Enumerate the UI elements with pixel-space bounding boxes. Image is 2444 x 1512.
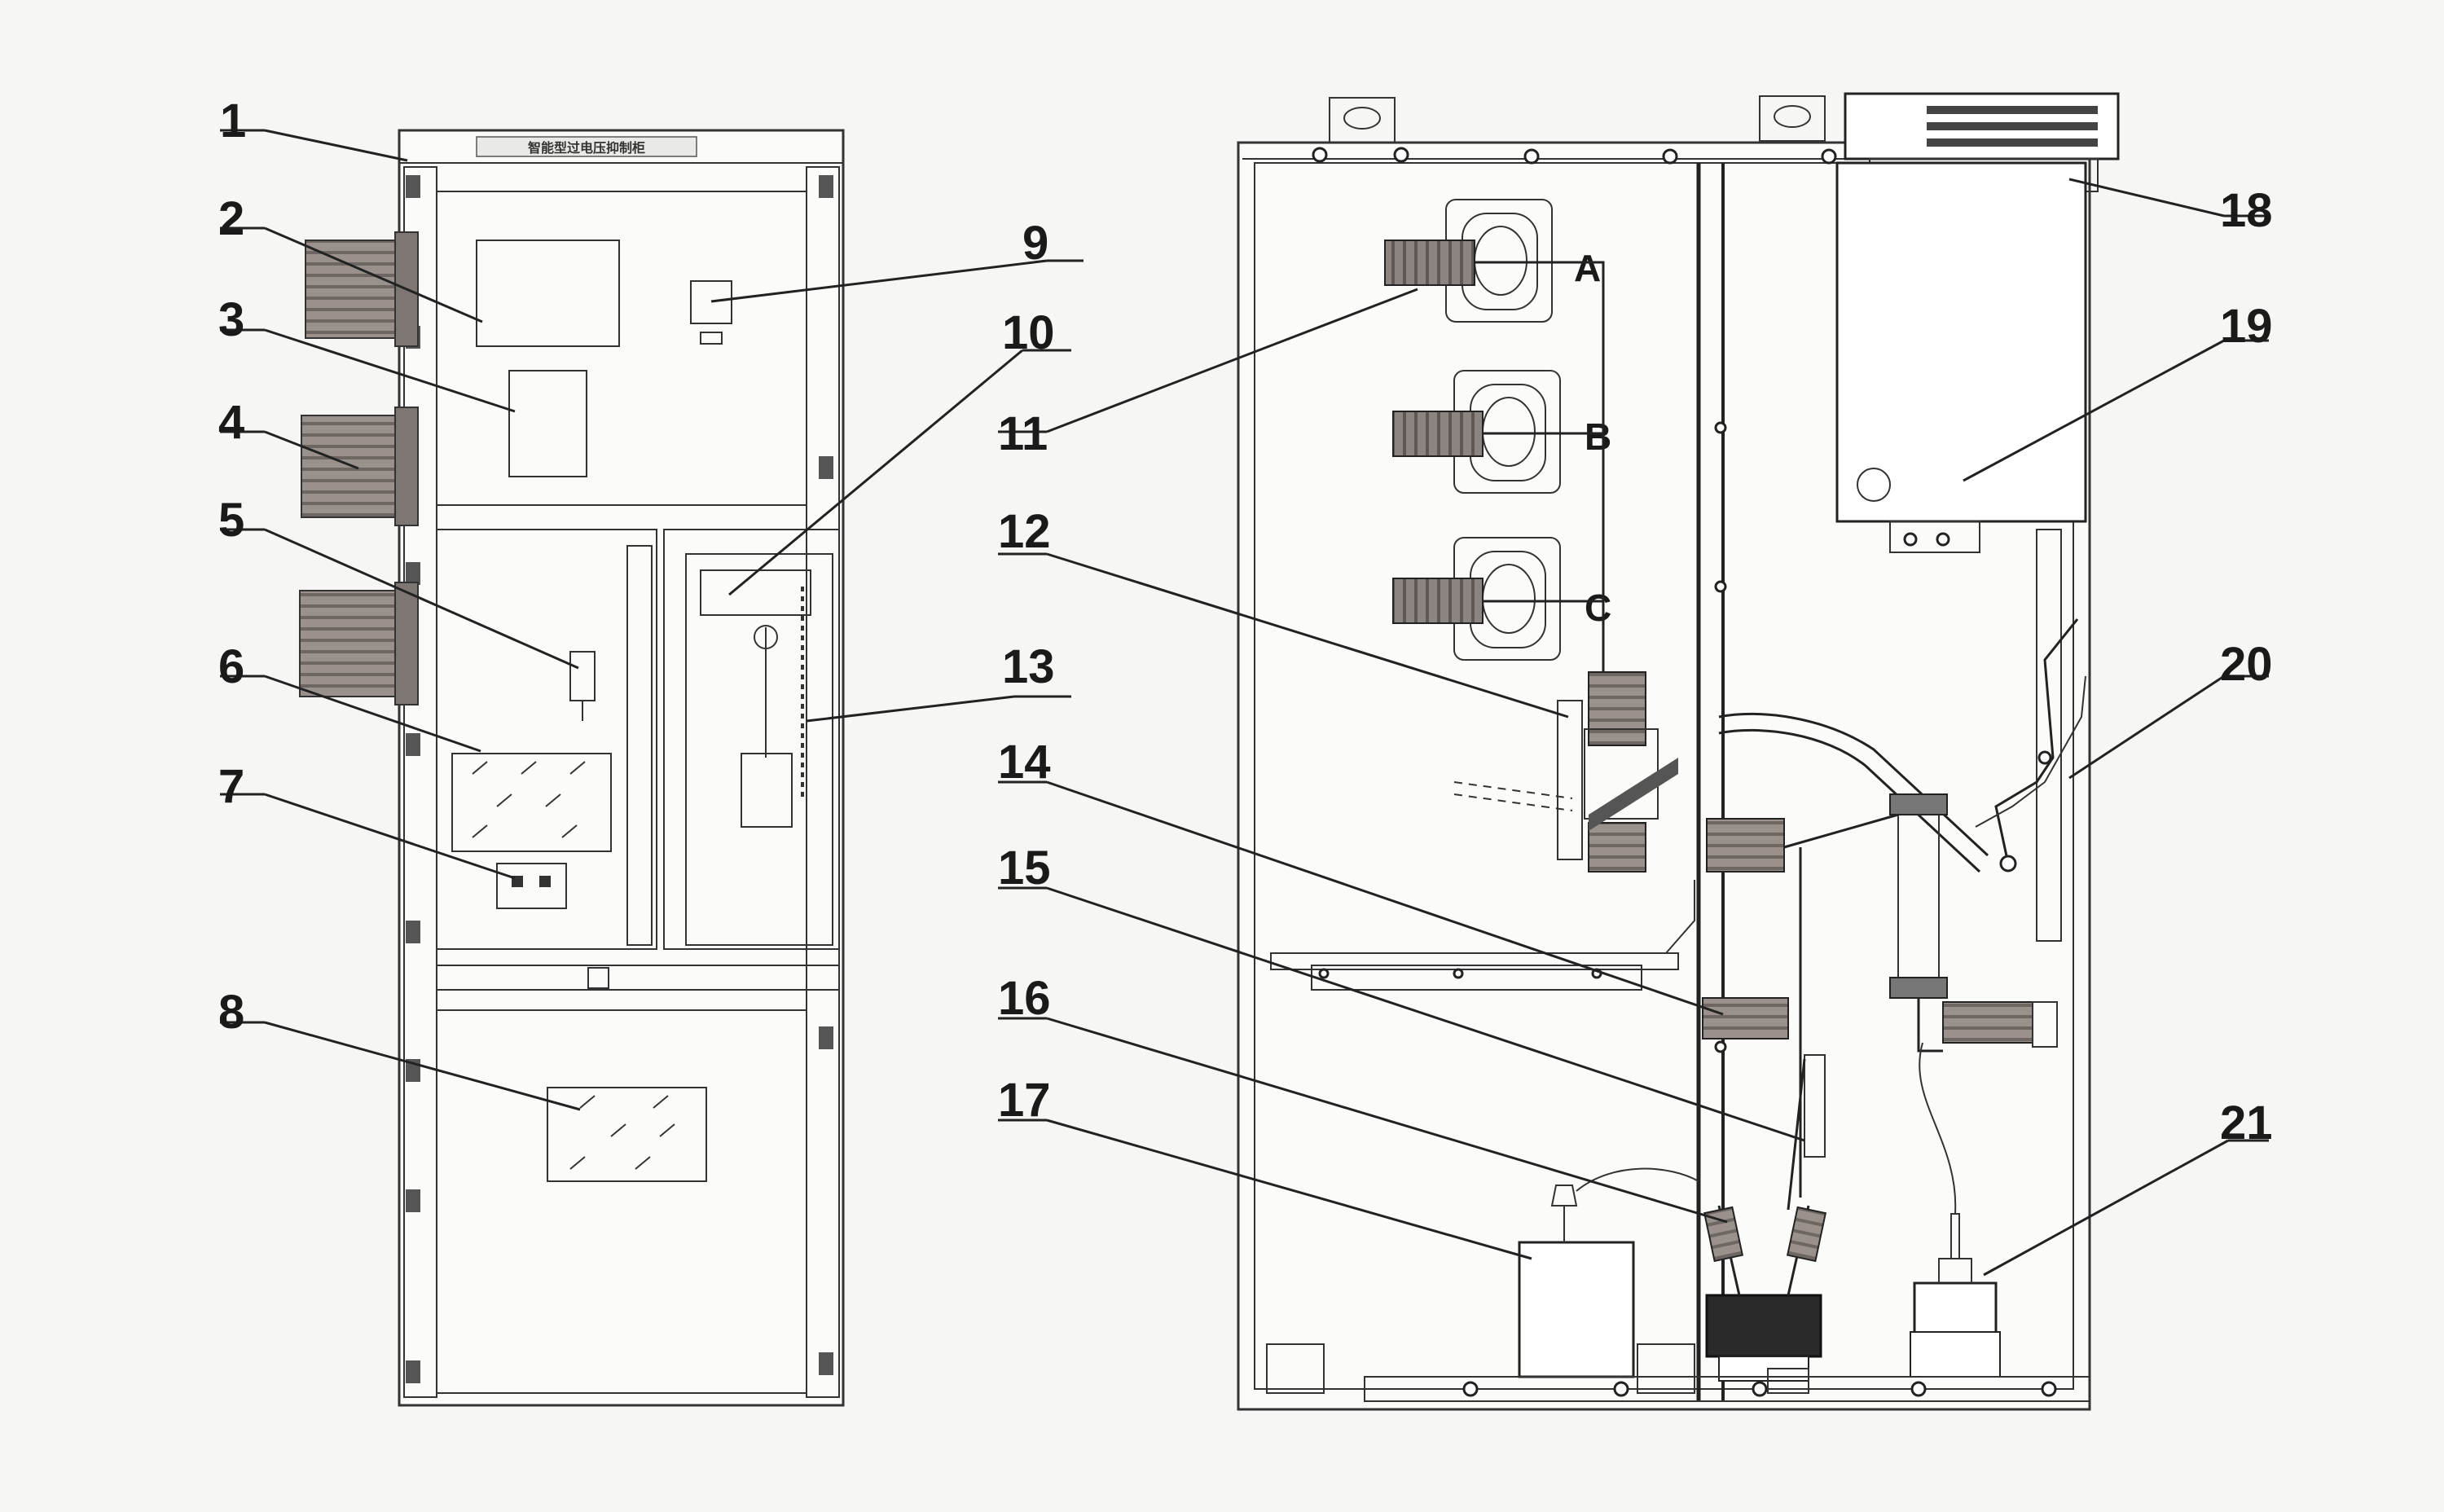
nameplate-text: 智能型过电压抑制柜 [528,140,645,156]
contactor-frame [1557,700,1583,860]
callout-17: 17 [998,1074,1051,1127]
bushing-phase-b [1392,370,1561,494]
operating-handle-slot [700,569,811,616]
callout-2: 2 [218,192,244,245]
display-window [476,240,620,347]
ventilation-grille-lower [547,1087,707,1182]
phase-label-b: B [1585,415,1611,458]
callout-5: 5 [218,494,244,547]
callout-20: 20 [2220,638,2273,691]
front-callouts: 1 2 3 4 5 6 7 8 9 10 13 [218,94,1084,1111]
fuse-insulator [1702,997,1789,1040]
bushing-phase-c [1392,537,1561,661]
indicator-base [700,332,723,345]
callout-13: 13 [1002,640,1055,693]
nameplate-strip [398,130,844,164]
side-view: A B C [1237,92,2120,1411]
callout-6: 6 [218,640,244,693]
callout-9: 9 [1022,217,1048,270]
relay-compartment [436,191,807,506]
phase-label-c: C [1585,587,1611,629]
interlock-block [741,753,793,828]
callout-14: 14 [998,736,1051,789]
voltage-transformer [1705,1294,1822,1358]
controller-panel [508,370,587,477]
callout-4: 4 [218,396,244,449]
capacitor [1518,1241,1635,1378]
ventilation-grille-middle [451,753,612,852]
lower-door [436,1009,807,1394]
callout-21: 21 [2220,1097,2273,1149]
side-bushing-top [305,240,408,339]
phase-label-a: A [1574,247,1601,289]
callout-12: 12 [998,505,1051,558]
callout-3: 3 [218,293,244,346]
callout-10: 10 [1002,306,1055,359]
callout-15: 15 [998,842,1051,894]
callout-16: 16 [998,972,1051,1025]
nameplate [476,136,697,157]
viewing-window [685,553,833,946]
indicator-light [690,280,732,324]
door-rail [2036,529,2062,942]
bushing-phase-a [1384,199,1553,323]
power-socket [496,863,567,909]
callout-7: 7 [218,760,244,813]
middle-right-door [663,529,840,950]
side-callouts: 11 12 14 15 16 17 18 19 20 21 [998,178,2273,1277]
callout-8: 8 [218,986,244,1039]
callout-1: 1 [220,94,246,147]
callout-18: 18 [2220,184,2273,237]
callout-19: 19 [2220,300,2273,353]
front-cabinet-outline [398,129,845,1407]
middle-left-door [436,529,657,950]
callout-11: 11 [998,407,1048,460]
controller-enclosure [1835,161,2087,523]
side-bushing-bottom [299,590,408,697]
front-view: 智能型过电压抑制柜 [299,129,845,1407]
